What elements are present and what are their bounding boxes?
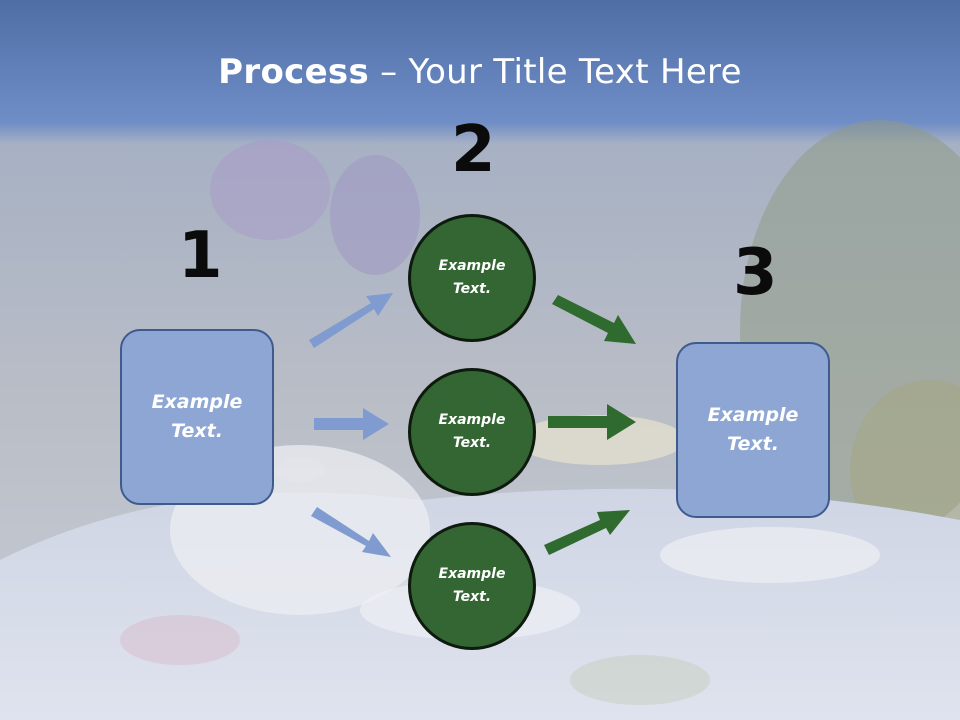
title-bold: Process xyxy=(218,52,370,92)
blue-arrow-up xyxy=(309,293,393,348)
green-arrow-right xyxy=(548,404,636,440)
left-process-box: Example Text. xyxy=(120,329,274,505)
bottom-circle-line1: Example xyxy=(438,566,506,582)
title-rest: – Your Title Text Here xyxy=(369,52,742,92)
green-arrow-up xyxy=(544,510,630,555)
top-circle-line1: Example xyxy=(438,258,506,274)
green-arrow-down xyxy=(552,295,636,344)
middle-circle-line2: Text. xyxy=(452,435,492,451)
step-number-2: 2 xyxy=(451,113,496,187)
right-box-line1: Example xyxy=(707,404,799,426)
left-box-line2: Text. xyxy=(171,420,223,442)
bottom-circle: Example Text. xyxy=(408,522,536,650)
top-circle: Example Text. xyxy=(408,214,536,342)
top-circle-line2: Text. xyxy=(452,281,492,297)
step-number-3: 3 xyxy=(733,236,778,310)
blue-arrow-right xyxy=(314,408,389,440)
step-number-1: 1 xyxy=(178,219,223,293)
slide-title: Process – Your Title Text Here xyxy=(0,52,960,92)
left-box-line1: Example xyxy=(151,391,243,413)
right-box-line2: Text. xyxy=(727,433,779,455)
blue-arrow-down xyxy=(311,507,391,557)
right-process-box: Example Text. xyxy=(676,342,830,518)
middle-circle-line1: Example xyxy=(438,412,506,428)
middle-circle: Example Text. xyxy=(408,368,536,496)
bottom-circle-line2: Text. xyxy=(452,589,492,605)
